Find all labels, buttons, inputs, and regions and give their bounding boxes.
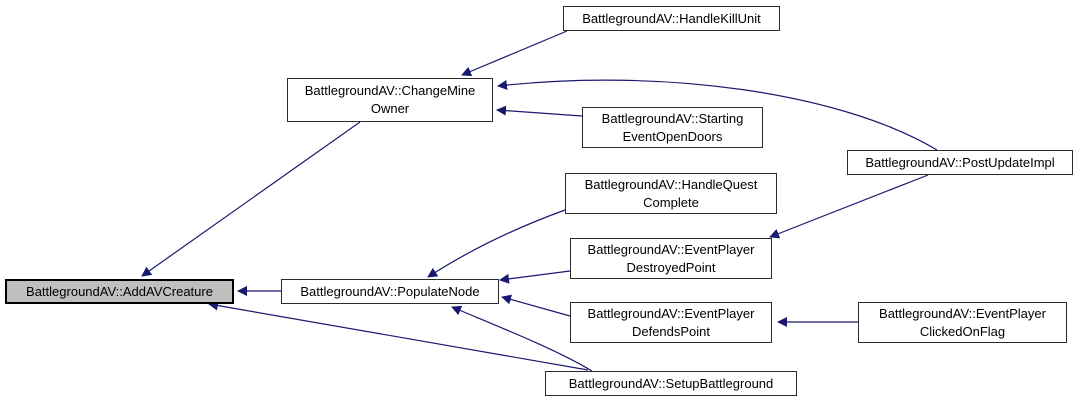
node-event-player-defends-point[interactable]: BattlegroundAV::EventPlayer DefendsPoint [570, 302, 772, 343]
node-post-update-impl[interactable]: BattlegroundAV::PostUpdateImpl [847, 150, 1073, 175]
edge-eventplayerdefendspoint-to-populatenode [501, 294, 571, 317]
node-change-mine-owner[interactable]: BattlegroundAV::ChangeMine Owner [287, 78, 493, 122]
edge-startingeventopendoors-to-changemineowner [496, 105, 583, 117]
node-event-player-destroyed-point[interactable]: BattlegroundAV::EventPlayer DestroyedPoi… [570, 238, 772, 279]
node-event-player-clicked-on-flag[interactable]: BattlegroundAV::EventPlayer ClickedOnFla… [858, 302, 1067, 343]
edge-changemineowner-to-addavcreature [141, 121, 361, 277]
edge-setupbattleground-to-addavcreature [208, 300, 589, 371]
edge-eventplayerdestroyedpoint-to-populatenode [499, 270, 571, 284]
edge-handlekillunit-to-changemineowner [461, 30, 568, 77]
node-populate-node[interactable]: BattlegroundAV::PopulateNode [281, 279, 499, 304]
edge-postupdateimpl-to-eventplayerdestroyedpoint [769, 174, 929, 239]
node-handle-quest-complete[interactable]: BattlegroundAV::HandleQuest Complete [565, 173, 777, 214]
node-handle-kill-unit[interactable]: BattlegroundAV::HandleKillUnit [563, 6, 780, 31]
edge-handlequestcomplete-to-populatenode [427, 209, 566, 278]
node-setup-battleground[interactable]: BattlegroundAV::SetupBattleground [545, 371, 797, 396]
node-starting-event-open-doors[interactable]: BattlegroundAV::Starting EventOpenDoors [582, 107, 763, 148]
node-add-av-creature-current: BattlegroundAV::AddAVCreature [5, 279, 234, 304]
